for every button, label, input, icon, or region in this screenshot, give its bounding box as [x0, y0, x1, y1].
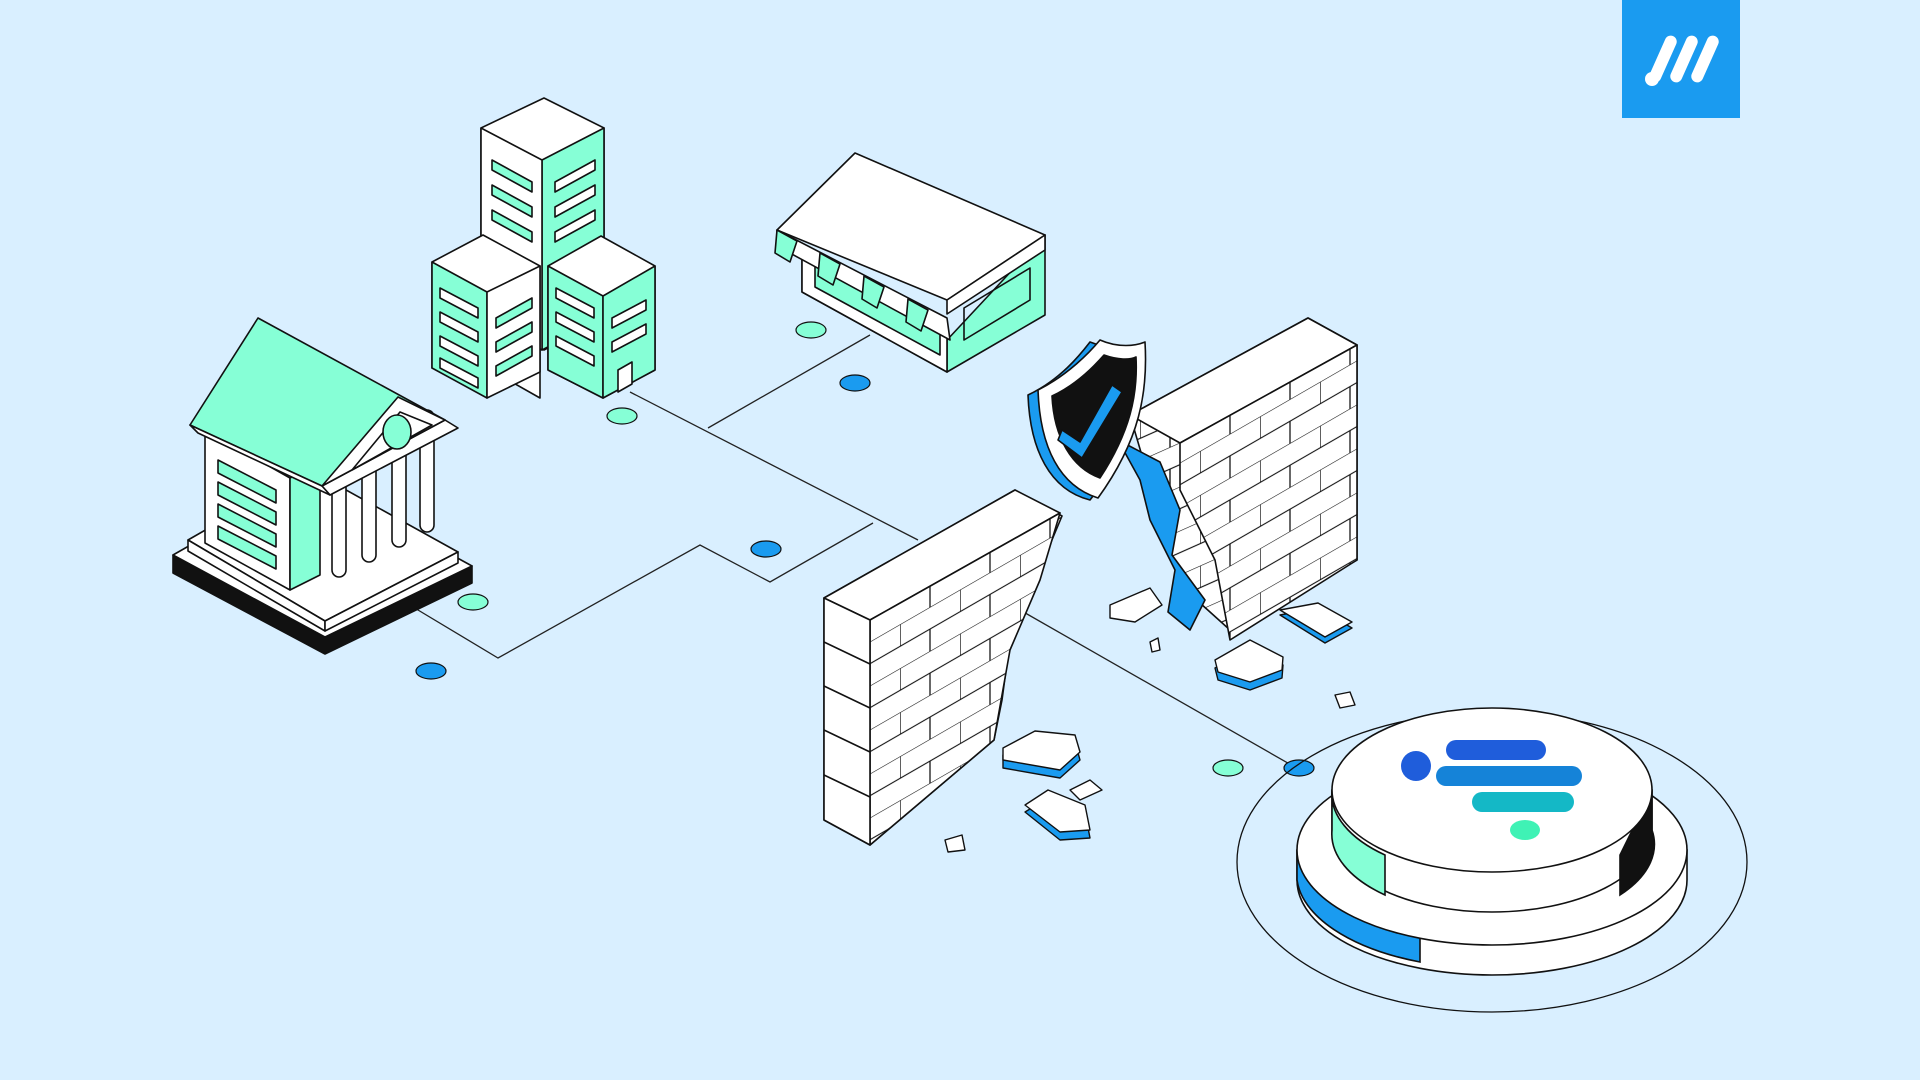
shield-check-icon	[1027, 339, 1147, 501]
brand-logo-badge	[1622, 0, 1740, 118]
bank-icon	[172, 317, 473, 655]
node-dot-blue	[839, 374, 871, 392]
node-dot-blue	[750, 540, 782, 558]
platform-disc-icon	[1236, 707, 1748, 1013]
node-dot-mint	[457, 593, 489, 611]
node-dot-mint	[606, 407, 638, 425]
shop-icon	[774, 152, 1046, 373]
node-dot-mint	[1212, 759, 1244, 777]
platform-logo	[1401, 740, 1582, 840]
broken-brick-wall-right	[1117, 317, 1358, 641]
connection-dots	[415, 321, 1315, 777]
node-dot-blue	[415, 662, 447, 680]
broken-brick-wall	[823, 489, 1063, 846]
connection-paths	[407, 334, 1301, 771]
node-dot-blue	[1283, 759, 1315, 777]
slashes-logo-icon	[1645, 35, 1719, 86]
wall-debris	[944, 587, 1356, 853]
office-tower-icon	[431, 97, 656, 399]
node-dot-mint	[795, 321, 827, 339]
